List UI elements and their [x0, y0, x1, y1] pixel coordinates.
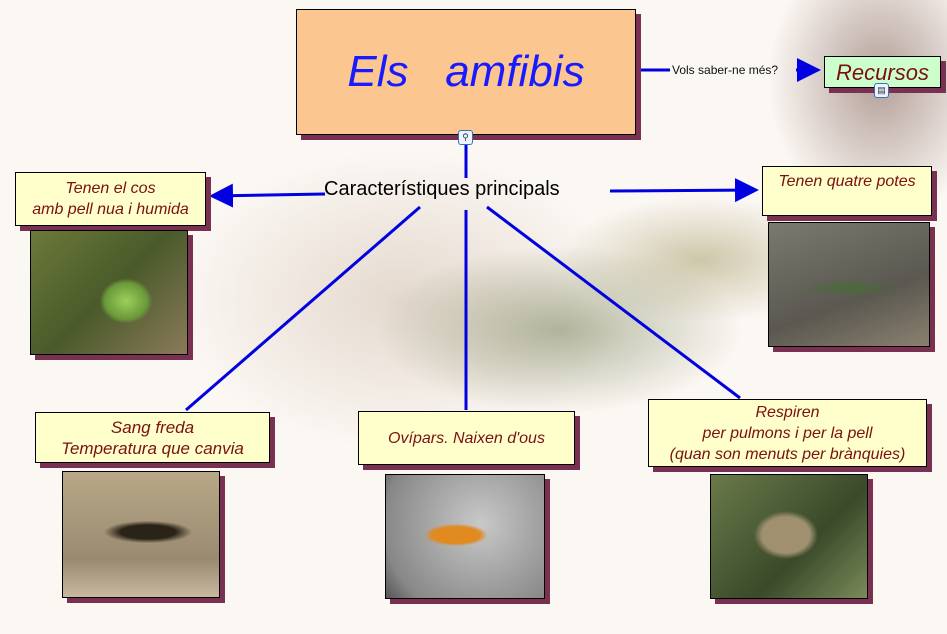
- toad-photo: [710, 474, 868, 599]
- link-breath: [486, 205, 741, 400]
- title-concept[interactable]: Els amfibis: [296, 9, 636, 135]
- link-label: Vols saber-ne més?: [672, 63, 779, 77]
- arrow-legs: [609, 178, 759, 203]
- submap-icon[interactable]: ⚲: [458, 130, 473, 145]
- newt-legs-photo: [768, 222, 930, 347]
- concept-legs[interactable]: Tenen quatre potes: [762, 166, 932, 216]
- salamander-water-photo: [62, 471, 220, 598]
- arrow-skin: [209, 183, 326, 208]
- concept-eggs[interactable]: Ovípars. Naixen d'ous: [358, 411, 575, 465]
- resources-concept[interactable]: Recursos: [824, 56, 941, 88]
- center-concept[interactable]: Característiques principals: [324, 178, 560, 200]
- resource-document-icon[interactable]: ▤: [874, 83, 889, 98]
- link-cold: [185, 205, 421, 412]
- frog-photo: [30, 230, 188, 355]
- orange-newt-photo: [385, 474, 545, 599]
